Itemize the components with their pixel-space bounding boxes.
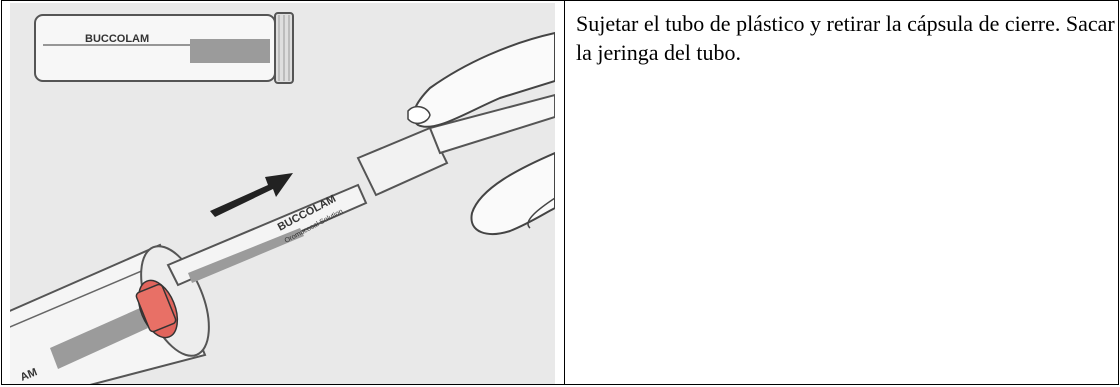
tube-brand-label: BUCCOLAM xyxy=(85,33,149,45)
tube-cut-label: AM xyxy=(19,366,39,384)
image-cell: BUCCOLAM AM BUCCOLAM Oromucosal Solution xyxy=(1,0,565,385)
red-cap-icon xyxy=(135,279,179,339)
closed-tube-icon: BUCCOLAM xyxy=(34,12,294,84)
arrow-icon xyxy=(210,173,293,217)
hand-icon xyxy=(407,31,555,235)
text-cell: Sujetar el tubo de plástico y retirar la… xyxy=(564,0,1119,385)
syringe-icon: BUCCOLAM Oromucosal Solution xyxy=(166,93,555,287)
instruction-text: Sujetar el tubo de plástico y retirar la… xyxy=(576,11,1115,65)
syringe-removal-illustration: BUCCOLAM AM BUCCOLAM Oromucosal Solution xyxy=(10,3,555,384)
